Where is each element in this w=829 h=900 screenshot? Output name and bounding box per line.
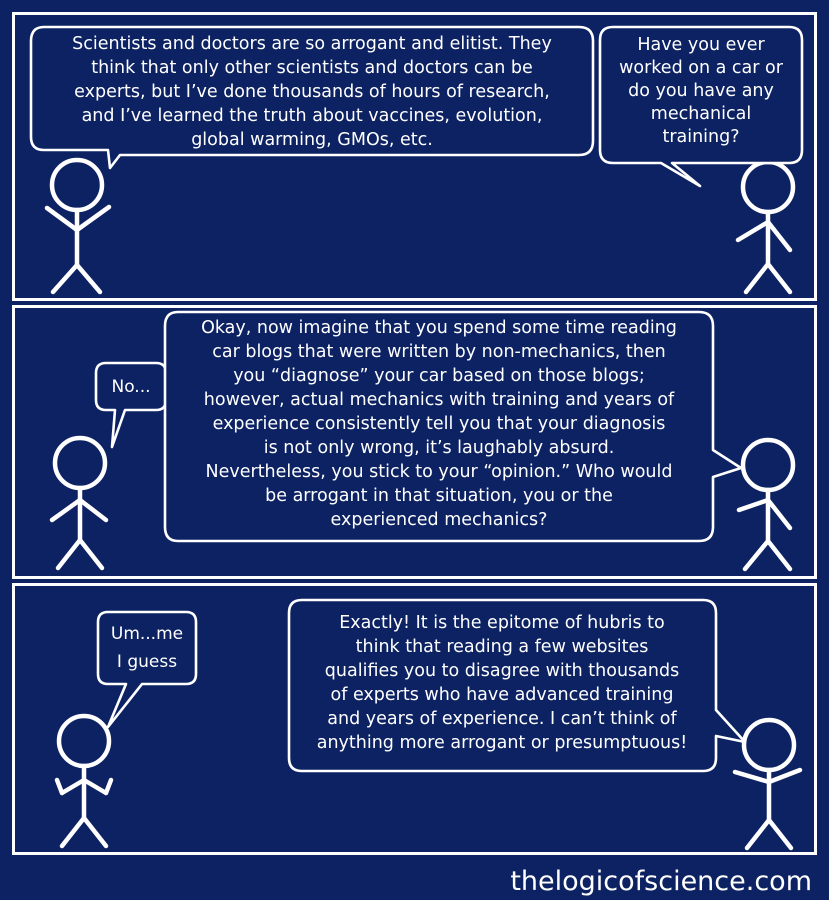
bubble-line: mechanical bbox=[651, 104, 751, 124]
speech-bubble-denier-intro bbox=[29, 25, 595, 170]
bubble-line: experience consistently tell you that yo… bbox=[213, 414, 666, 434]
bubble-line: training? bbox=[662, 127, 739, 147]
stick-figure-left-leg bbox=[742, 538, 771, 572]
stick-figure-left-leg bbox=[50, 262, 80, 295]
speech-bubble-denier-intro-text: Scientists and doctors are so arrogant a… bbox=[72, 34, 552, 150]
stick-figure-right-arm bbox=[77, 497, 109, 523]
stick-figure-left-arm bbox=[44, 205, 80, 233]
speech-bubble-scientist-question bbox=[598, 25, 804, 188]
stick-figure-left-leg bbox=[744, 817, 772, 851]
stick-figure-right-leg bbox=[765, 538, 793, 572]
panel-1-right-stick-figure bbox=[735, 159, 796, 295]
bubble-line: No... bbox=[111, 377, 150, 397]
bubble-line: qualifies you to disagree with thousands bbox=[325, 661, 679, 681]
bubble-line: global warming, GMOs, etc. bbox=[191, 130, 433, 150]
stick-figure-right-hand bbox=[103, 777, 114, 796]
stick-figure-left-leg bbox=[743, 261, 771, 295]
panel-2: No... Okay, now imagine that you spend s… bbox=[12, 305, 817, 579]
bubble-line: experts, but I’ve done thousands of hour… bbox=[74, 82, 550, 102]
stick-figure-left-hand bbox=[54, 777, 65, 796]
bubble-line: is not only wrong, it’s laughably absurd… bbox=[264, 438, 615, 458]
stick-figure-left-arm bbox=[732, 769, 772, 785]
panel-1-frame bbox=[12, 12, 817, 301]
panel-3: Um...me I guess Exactly! It is the epito… bbox=[12, 583, 817, 855]
bubble-line: of experts who have advanced training bbox=[331, 685, 674, 705]
stick-figure-right-arm bbox=[74, 204, 112, 233]
stick-figure-right-leg bbox=[77, 537, 105, 571]
stick-figure-left-arm bbox=[736, 497, 771, 513]
speech-bubble-denier-answer-text: Um...me I guess bbox=[111, 624, 183, 672]
bubble-line: Okay, now imagine that you spend some ti… bbox=[201, 318, 677, 338]
panel-2-left-stick-figure bbox=[49, 435, 109, 571]
speech-bubble-scientist-question-text: Have you ever worked on a car or do you … bbox=[619, 35, 784, 147]
bubble-line: and years of experience. I can’t think o… bbox=[327, 709, 677, 729]
panel-2-right-stick-figure bbox=[736, 437, 796, 572]
stick-figure-right-leg bbox=[81, 815, 109, 849]
stick-figure-right-arm bbox=[766, 767, 803, 785]
stick-figure-right-leg bbox=[766, 817, 794, 851]
panel-2-frame bbox=[12, 305, 817, 579]
stick-figure-left-arm bbox=[735, 219, 771, 243]
speech-bubble-scientist-conclusion-text: Exactly! It is the epitome of hubris to … bbox=[317, 613, 688, 753]
bubble-line: do you have any bbox=[628, 81, 774, 101]
bubble-line: you “diagnose” your car based on those b… bbox=[233, 366, 645, 386]
bubble-line: anything more arrogant or presumptuous! bbox=[317, 733, 688, 753]
stick-figure-right-arm bbox=[765, 219, 793, 253]
stick-figure-right-leg bbox=[74, 262, 103, 295]
bubble-line: think that only other scientists and doc… bbox=[91, 58, 533, 78]
stick-figure-left-leg bbox=[59, 815, 87, 849]
bubble-line: Exactly! It is the epitome of hubris to bbox=[339, 613, 665, 633]
panel-1: Scientists and doctors are so arrogant a… bbox=[12, 12, 817, 301]
bubble-line: Nevertheless, you stick to your “opinion… bbox=[206, 462, 673, 482]
bubble-line: however, actual mechanics with training … bbox=[204, 390, 675, 410]
stick-figure-left-leg bbox=[55, 537, 83, 571]
bubble-line: Have you ever bbox=[637, 35, 765, 55]
stick-figure-left-arm bbox=[59, 777, 87, 796]
watermark: thelogicofscience.com bbox=[510, 866, 812, 897]
stick-figure-left-arm bbox=[49, 497, 83, 523]
panel-3-left-stick-figure bbox=[54, 713, 114, 849]
bubble-line: Um...me bbox=[111, 624, 183, 644]
speech-bubble-scientist-analogy-text: Okay, now imagine that you spend some ti… bbox=[201, 318, 677, 530]
bubble-line: Scientists and doctors are so arrogant a… bbox=[72, 34, 552, 54]
speech-bubble-scientist-analogy bbox=[163, 310, 743, 543]
panel-1-left-stick-figure bbox=[44, 157, 112, 295]
bubble-line: and I’ve learned the truth about vaccine… bbox=[82, 106, 543, 126]
bubble-line: worked on a car or bbox=[619, 58, 784, 78]
stick-figure-right-arm bbox=[81, 777, 109, 796]
bubble-line: think that reading a few websites bbox=[356, 637, 649, 657]
bubble-line: experienced mechanics? bbox=[331, 510, 548, 530]
speech-bubble-scientist-conclusion bbox=[287, 598, 747, 773]
stick-figure-right-leg bbox=[765, 261, 793, 295]
stick-figure-right-arm bbox=[765, 497, 793, 531]
panel-3-frame bbox=[12, 583, 817, 855]
bubble-line: I guess bbox=[117, 652, 177, 672]
speech-bubble-denier-answer bbox=[96, 610, 198, 729]
panel-3-right-stick-figure bbox=[732, 717, 803, 851]
bubble-line: car blogs that were written by non-mecha… bbox=[212, 342, 666, 362]
bubble-line: be arrogant in that situation, you or th… bbox=[265, 486, 613, 506]
